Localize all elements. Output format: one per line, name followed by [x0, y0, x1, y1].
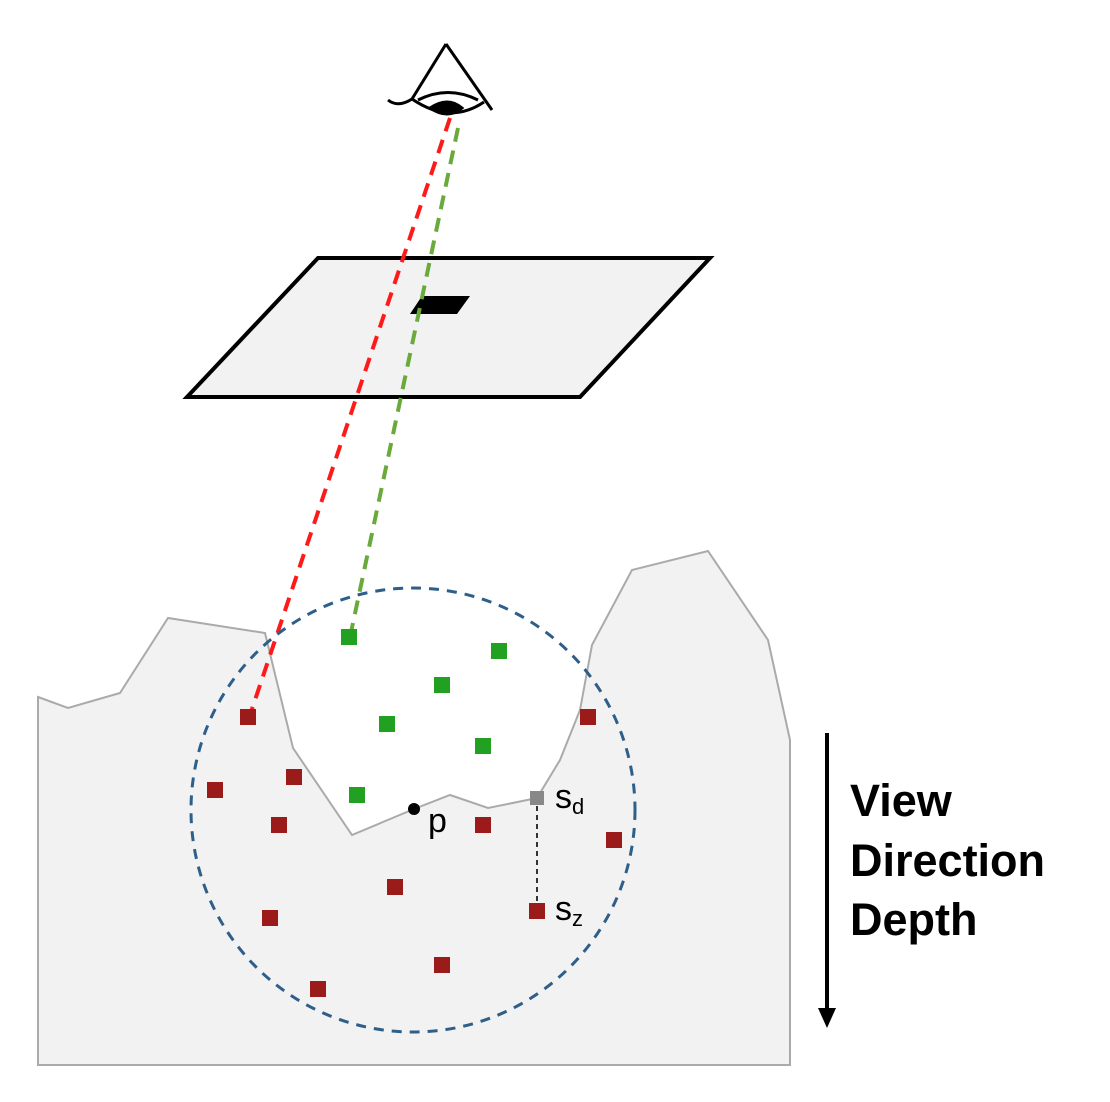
- image-plane: [182, 256, 715, 399]
- occluded-sample: [434, 957, 450, 973]
- occluded-sample: [207, 782, 223, 798]
- eye-icon: [387, 43, 494, 116]
- visible-sample: [491, 643, 507, 659]
- occluded-sample: [606, 832, 622, 848]
- occluded-sample: [240, 709, 256, 725]
- visible-sample: [341, 629, 357, 645]
- sd-label: sd: [555, 778, 584, 819]
- occluded-sample: [286, 769, 302, 785]
- point-p: [408, 803, 420, 815]
- pixel: [410, 296, 470, 314]
- point-p-label: p: [428, 802, 447, 840]
- visible-sample: [434, 677, 450, 693]
- view-label-line1: View: [850, 775, 953, 826]
- occluded-sample: [475, 817, 491, 833]
- view-label-line2: Direction: [850, 835, 1045, 886]
- sample-kernel-circle: [189, 586, 637, 1034]
- view-label-line3: Depth: [850, 894, 978, 945]
- occluded-sample: [271, 817, 287, 833]
- red-ray: [248, 117, 452, 716]
- sz-label: sz: [555, 890, 583, 931]
- arrow-head-icon: [818, 1008, 836, 1028]
- occluded-sample: [387, 879, 403, 895]
- projected-sample: [530, 791, 544, 805]
- visible-sample: [475, 738, 491, 754]
- visible-sample: [349, 787, 365, 803]
- occluded-sample: [529, 903, 545, 919]
- occluded-sample: [262, 910, 278, 926]
- occluded-sample: [310, 981, 326, 997]
- visible-sample: [379, 716, 395, 732]
- occluded-sample: [580, 709, 596, 725]
- green-ray: [348, 127, 460, 638]
